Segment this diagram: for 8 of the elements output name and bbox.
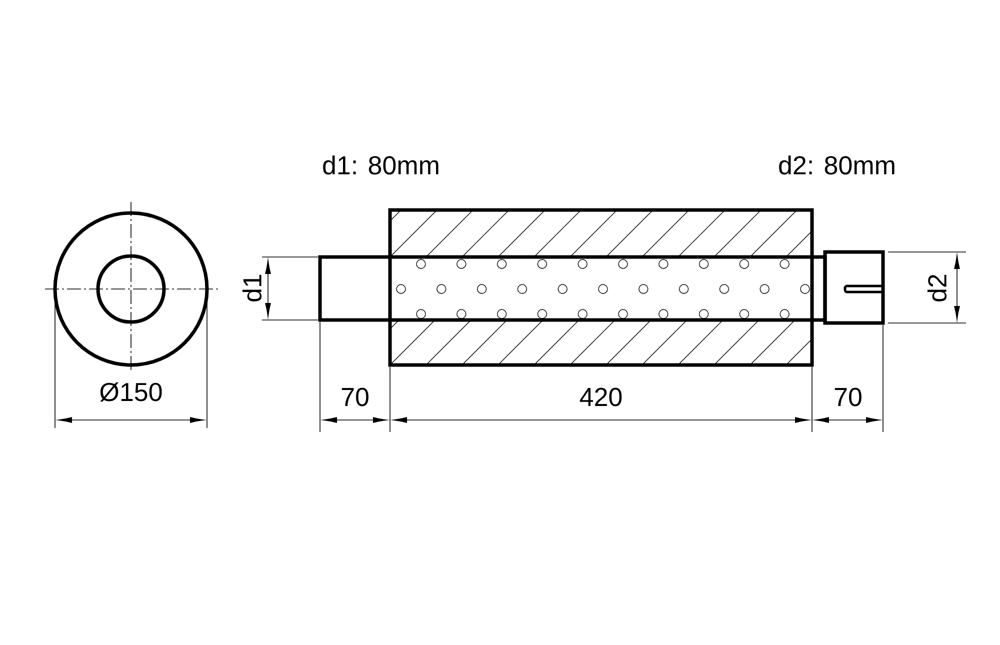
dimension-label: 70: [342, 388, 368, 406]
dimension-label: d1: [242, 274, 262, 302]
dimension-label: d2: [927, 274, 947, 302]
dimension-label: Ø150: [100, 382, 162, 402]
dimension-label: 420: [580, 388, 622, 406]
note-text: d1: 80mm: [323, 155, 438, 175]
note-text: d2: 80mm: [779, 155, 894, 175]
dimension-label: 70: [834, 388, 862, 406]
